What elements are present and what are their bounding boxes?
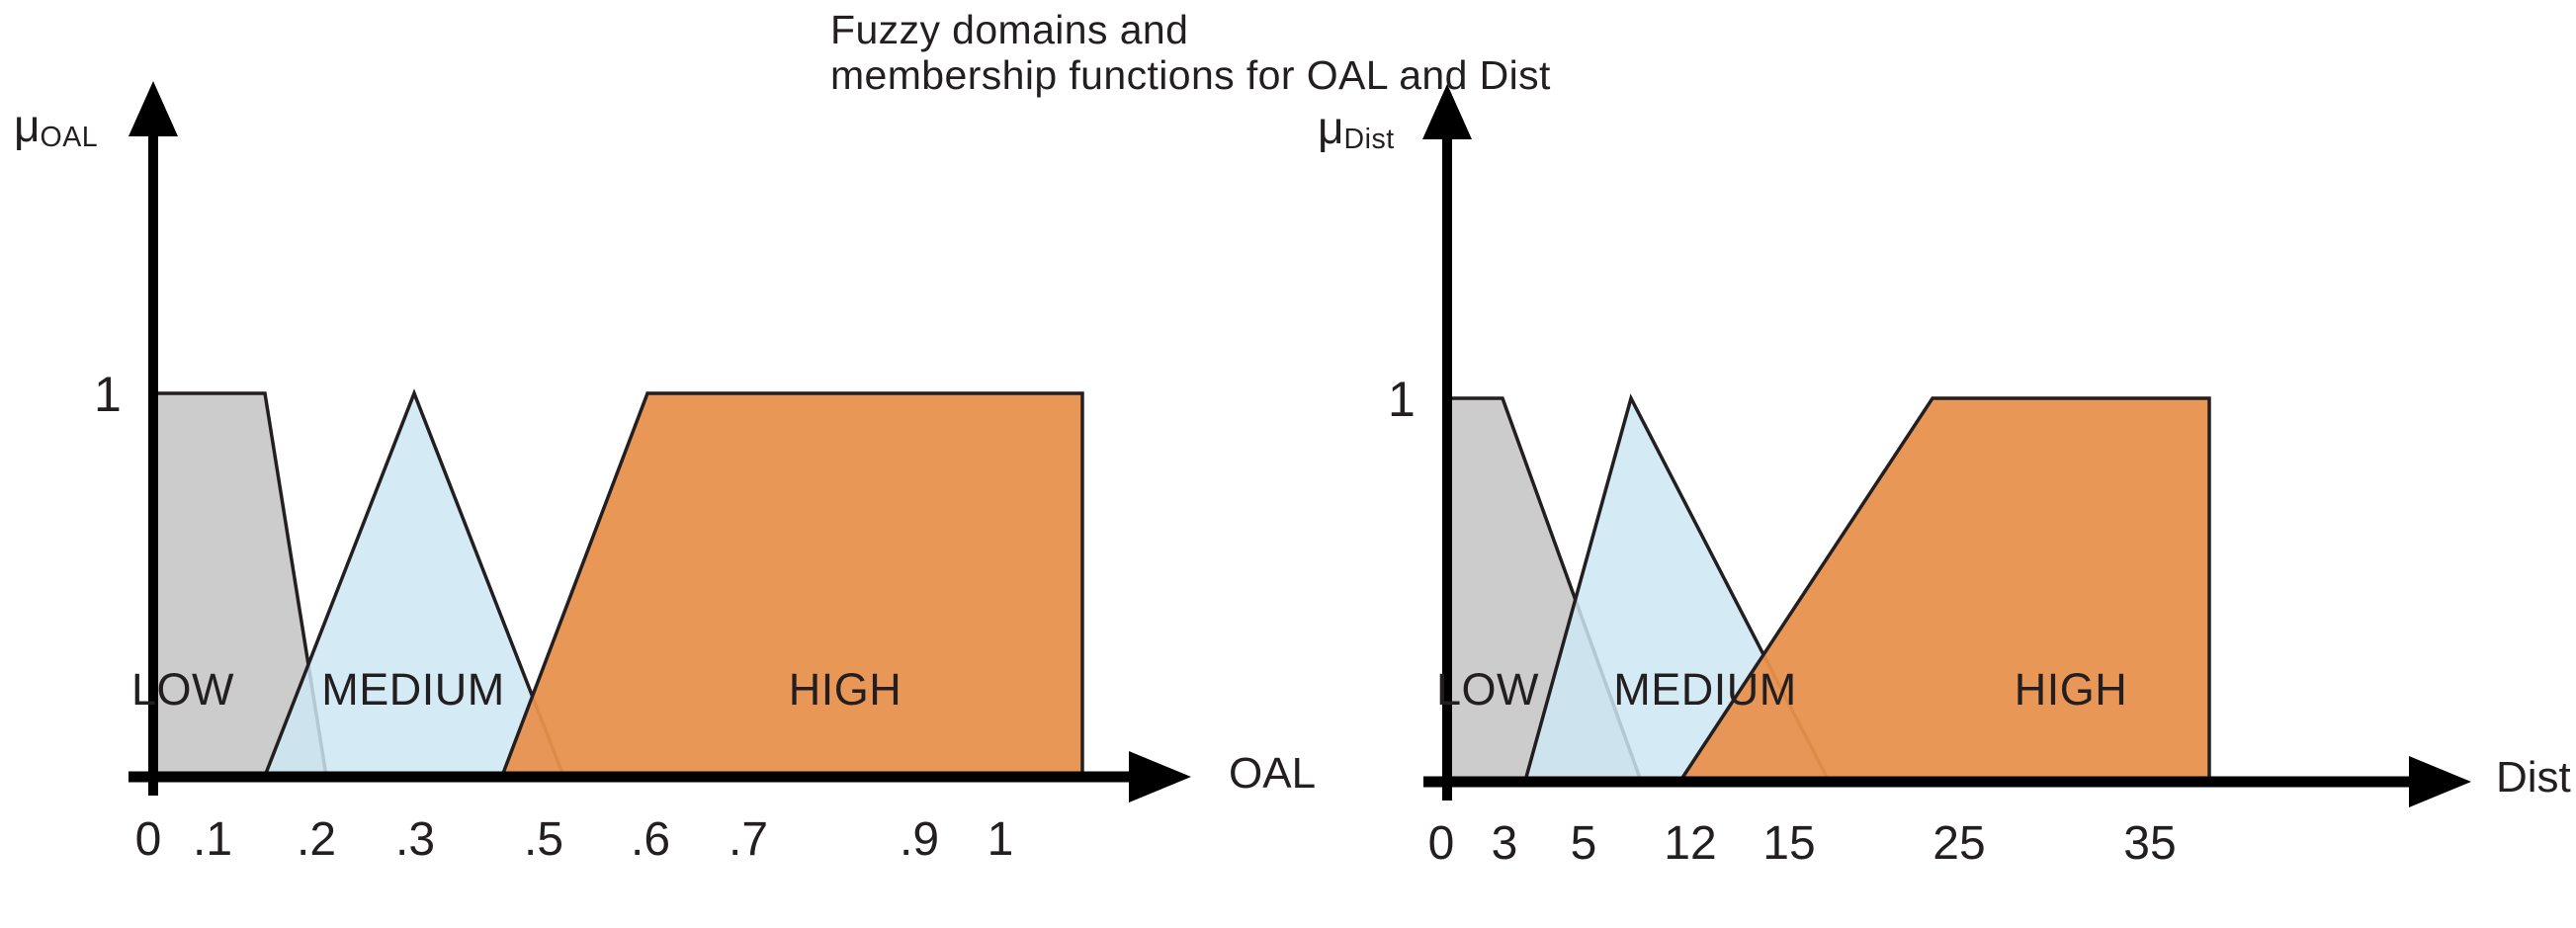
- dist-mu-glyph: μ: [1318, 102, 1344, 153]
- figure-title-line-1: Fuzzy domains and: [830, 7, 1189, 52]
- oal-xtick-1: .1: [192, 813, 233, 866]
- dist-y-axis-arrow: [1422, 84, 1472, 139]
- oal-medium-shape: [262, 388, 566, 778]
- oal-x-axis-label: OAL: [1229, 749, 1317, 798]
- oal-xtick-3: .3: [394, 813, 436, 866]
- oal-y-tick-1: 1: [94, 367, 122, 422]
- dist-y-axis-label: μDist: [1318, 101, 1395, 156]
- oal-mu-glyph: μ: [14, 100, 41, 151]
- chart-oal-shapes: [152, 388, 1084, 778]
- oal-set-label-medium: MEDIUM: [321, 664, 505, 715]
- dist-xtick-3: 12: [1664, 817, 1717, 870]
- chart-oal-axes: [129, 81, 1191, 802]
- dist-high-shape: [1676, 396, 2211, 783]
- oal-xtick-2: .2: [296, 813, 337, 866]
- oal-set-label-high: HIGH: [788, 664, 902, 715]
- chart-dist-shapes: [1446, 393, 2211, 783]
- oal-x-axis-arrow: [1129, 751, 1191, 802]
- dist-set-label-low: LOW: [1435, 664, 1540, 715]
- chart-dist-axes: [1422, 84, 2471, 807]
- oal-set-label-low: LOW: [130, 664, 235, 715]
- dist-xtick-2: 5: [1570, 817, 1597, 870]
- oal-xtick-8: 1: [987, 813, 1014, 866]
- figure-title: Fuzzy domains and membership functions f…: [830, 7, 1551, 99]
- oal-y-axis-label: μOAL: [14, 99, 98, 154]
- dist-x-axis-arrow: [2409, 756, 2471, 807]
- oal-mu-subscript: OAL: [40, 122, 99, 154]
- dist-set-label-medium: MEDIUM: [1613, 664, 1797, 715]
- oal-xtick-0: 0: [134, 813, 162, 866]
- dist-xtick-1: 3: [1491, 817, 1518, 870]
- dist-x-axis-label: Dist: [2496, 753, 2571, 801]
- dist-set-label-high: HIGH: [2014, 664, 2128, 715]
- dist-xtick-0: 0: [1427, 817, 1455, 870]
- oal-y-axis-arrow: [129, 81, 178, 136]
- oal-xtick-5: .6: [630, 813, 671, 866]
- dist-xtick-5: 25: [1932, 817, 1986, 870]
- figure-title-line-2: membership functions for OAL and Dist: [830, 51, 1551, 98]
- oal-xtick-6: .7: [728, 813, 769, 866]
- dist-y-tick-1: 1: [1388, 372, 1416, 427]
- dist-xtick-6: 35: [2123, 817, 2177, 870]
- dist-mu-subscript: Dist: [1343, 124, 1395, 156]
- oal-xtick-4: .5: [523, 813, 564, 866]
- oal-high-shape: [499, 391, 1084, 778]
- oal-xtick-7: .9: [899, 813, 940, 866]
- dist-xtick-4: 15: [1762, 817, 1816, 870]
